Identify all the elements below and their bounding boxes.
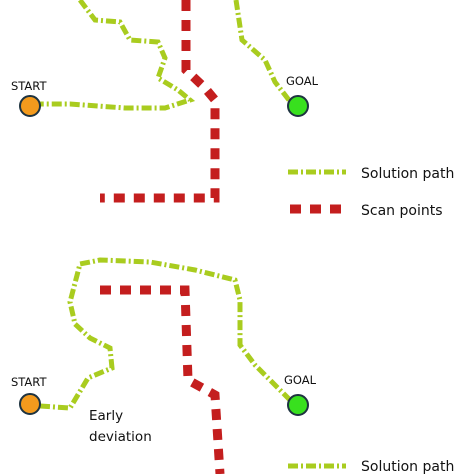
top-start-node bbox=[19, 95, 41, 117]
bottom-start-node bbox=[19, 393, 41, 415]
bottom-legend-solution-path-label: Solution path bbox=[361, 459, 454, 474]
top-goal-label: GOAL bbox=[286, 74, 319, 88]
bottom-scan-points-path bbox=[100, 285, 225, 474]
bottom-legend: Solution path bbox=[288, 459, 454, 474]
bottom-panel: START GOAL Early deviation bbox=[11, 257, 317, 474]
early-deviation-annotation-line1: Early bbox=[89, 408, 123, 424]
legend-scan-points-label: Scan points bbox=[361, 203, 442, 219]
legend: Solution path Scan points bbox=[288, 166, 454, 219]
top-panel: START GOAL bbox=[11, 0, 319, 203]
bottom-solution-path bbox=[39, 257, 295, 411]
top-solution-path-right bbox=[233, 0, 294, 106]
bottom-goal-node bbox=[287, 394, 309, 416]
top-scan-points-path bbox=[100, 0, 220, 203]
bottom-start-label: START bbox=[11, 375, 47, 389]
bottom-goal-label: GOAL bbox=[284, 373, 317, 387]
early-deviation-annotation-line2: deviation bbox=[89, 429, 152, 445]
top-solution-path-left bbox=[40, 0, 196, 111]
legend-solution-path-label: Solution path bbox=[361, 166, 454, 182]
top-goal-node bbox=[287, 95, 309, 117]
top-start-label: START bbox=[11, 79, 47, 93]
